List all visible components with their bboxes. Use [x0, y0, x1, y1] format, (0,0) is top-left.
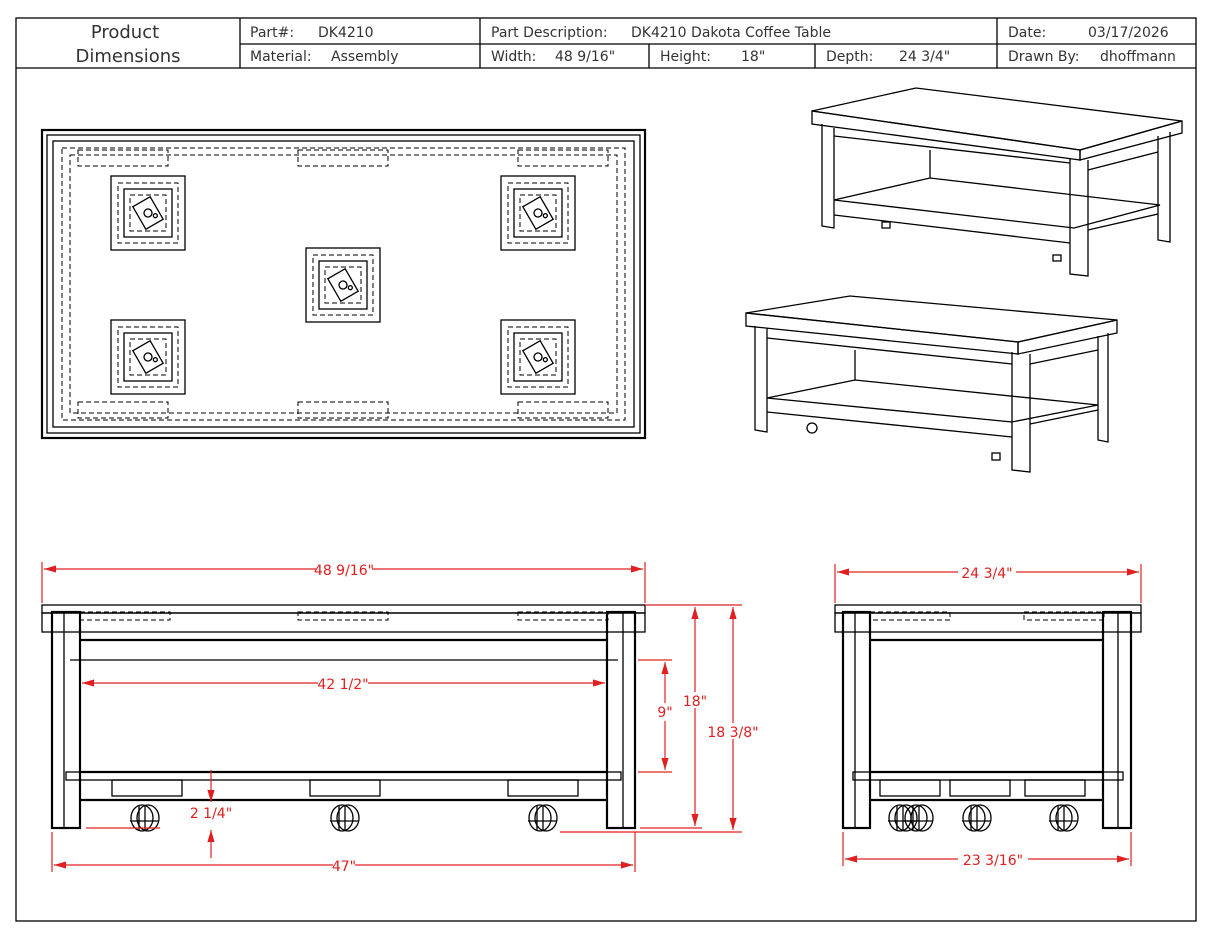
title-line2: Dimensions: [75, 46, 180, 67]
height-value: 18": [741, 49, 765, 65]
title-block: Product Dimensions Part#: DK4210 Part De…: [15, 17, 1197, 922]
date-label: Date:: [1008, 25, 1046, 41]
dim-side-leg-span: 23 3/16": [963, 853, 1023, 869]
dimension-lines: [41, 562, 1142, 872]
isometric-view-bottom: [745, 295, 1118, 473]
dim-height: 18": [683, 694, 707, 710]
drawn-by-value: dhoffmann: [1100, 49, 1176, 65]
dim-shelf-clearance: 2 1/4": [190, 806, 232, 822]
dim-side-depth: 24 3/4": [961, 566, 1012, 582]
depth-label: Depth:: [826, 49, 873, 65]
caster-icon: [129, 804, 160, 832]
drawn-by-label: Drawn By:: [1008, 49, 1079, 65]
top-view: [40, 128, 647, 440]
title-line1: Product: [91, 22, 159, 43]
dim-inner-width: 42 1/2": [317, 677, 368, 693]
material-value: Assembly: [331, 49, 398, 65]
width-value: 48 9/16": [555, 49, 615, 65]
caster-mount: [500, 319, 576, 395]
depth-value: 24 3/4": [899, 49, 950, 65]
description-label: Part Description:: [491, 25, 608, 41]
caster-icon: [1048, 804, 1079, 832]
material-label: Material:: [250, 49, 312, 65]
caster-mount: [110, 175, 186, 251]
front-view: [41, 604, 646, 832]
dim-height-casters: 18 3/8": [707, 725, 758, 741]
dim-overall-width: 48 9/16": [314, 563, 374, 579]
caster-icon: [903, 804, 934, 832]
isometric-view-top: [811, 87, 1183, 277]
dim-leg-span: 47": [332, 859, 356, 875]
dimension-labels: 48 9/16" 42 1/2" 9" 18" 18 3/8" 2 1/4" 4…: [190, 561, 1028, 875]
height-label: Height:: [660, 49, 711, 65]
caster-icon: [329, 804, 360, 832]
width-label: Width:: [491, 49, 536, 65]
caster-mount: [110, 319, 186, 395]
caster-icon: [961, 804, 992, 832]
dim-shelf-gap: 9": [657, 705, 672, 721]
caster-icon: [527, 804, 558, 832]
part-value: DK4210: [318, 25, 374, 41]
side-view: [834, 604, 1142, 832]
caster-mount: [305, 247, 381, 323]
date-value: 03/17/2026: [1088, 25, 1169, 41]
part-label: Part#:: [250, 25, 294, 41]
description-value: DK4210 Dakota Coffee Table: [631, 25, 831, 41]
caster-mount: [500, 175, 576, 251]
